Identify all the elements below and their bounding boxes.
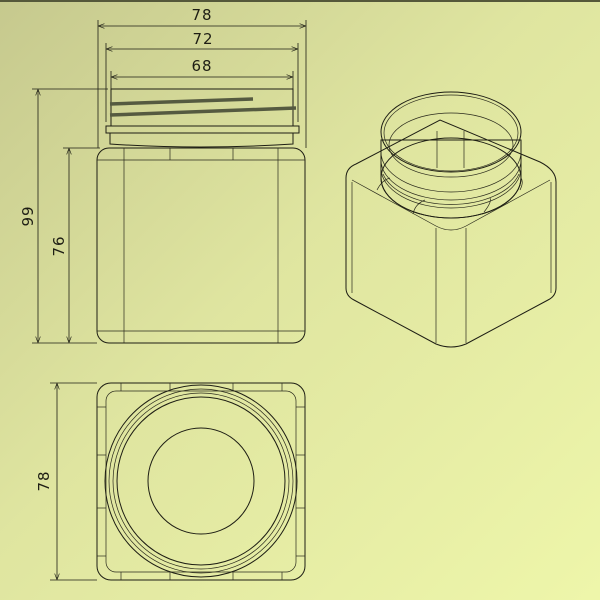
body-outline: [96, 147, 306, 344]
dimension-neck-inner: 68: [191, 57, 212, 75]
dimension-top-width: 78: [35, 470, 53, 491]
thread: [109, 106, 297, 117]
dimension-neck-outer: 72: [192, 30, 213, 48]
dimension-body-height: 76: [50, 235, 68, 256]
jar-rim: [380, 91, 522, 173]
dimension-total-height: 99: [19, 205, 37, 226]
dimension-overall-width: 78: [191, 6, 212, 24]
thread: [109, 97, 254, 106]
bottom-circle: [147, 427, 255, 535]
top-outline: [96, 382, 306, 581]
neck-flange: [105, 125, 300, 134]
top-view: 78: [35, 382, 306, 581]
isometric-view: [345, 91, 557, 348]
front-view: 78 72 68 99 76: [19, 6, 307, 344]
